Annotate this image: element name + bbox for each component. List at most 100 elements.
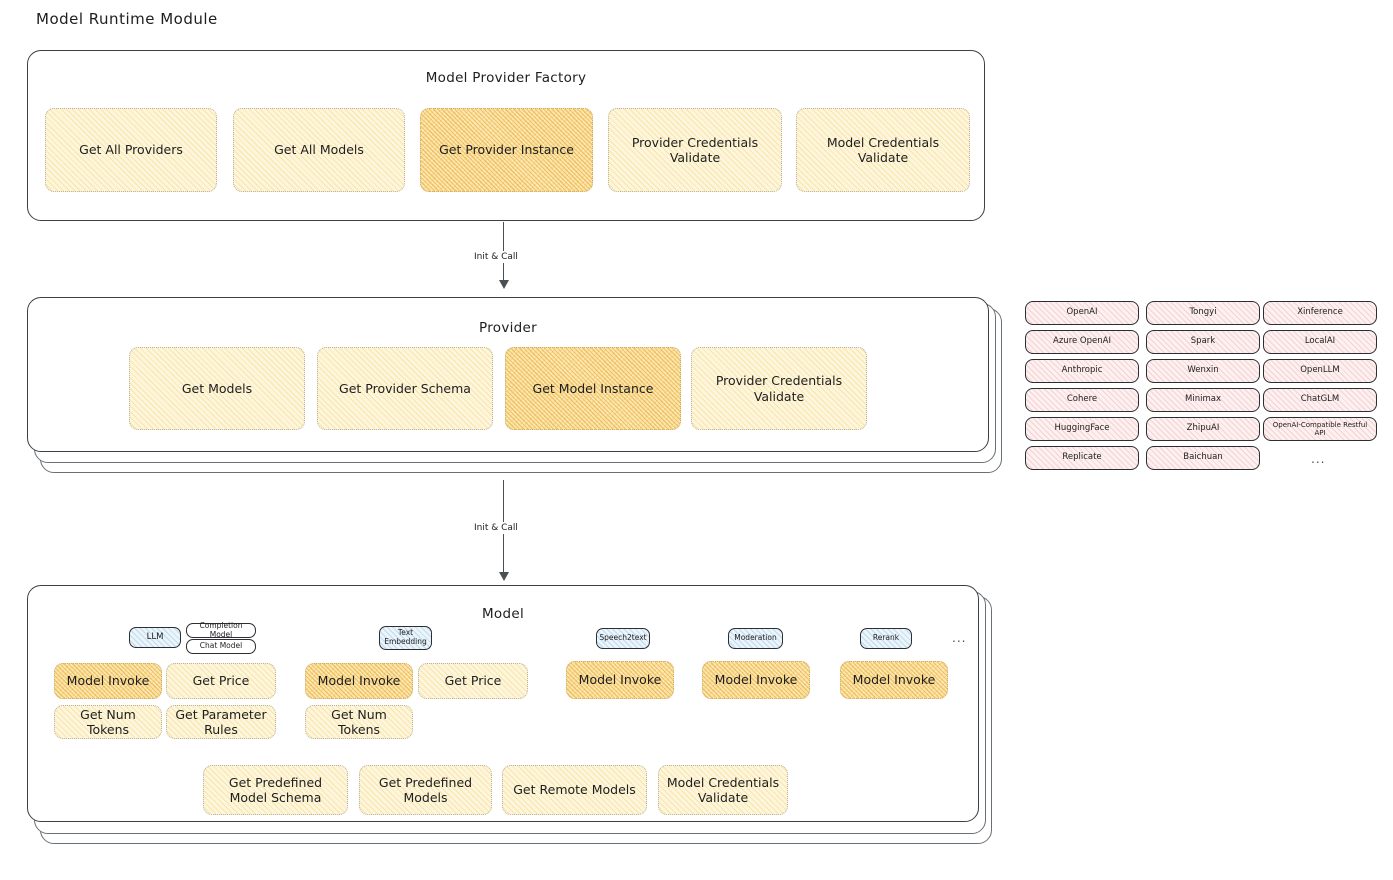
node-label: Provider Credentials Validate — [631, 134, 759, 165]
node-label: Get Num Tokens — [331, 706, 387, 737]
chip-label: Minimax — [1185, 394, 1221, 405]
provider-chip-huggingface[interactable]: HuggingFace — [1025, 417, 1139, 441]
speech2text-method-model-invoke[interactable]: Model Invoke — [566, 661, 674, 699]
node-label: Get Model Instance — [532, 380, 654, 396]
provider-chip-wenxin[interactable]: Wenxin — [1146, 359, 1260, 383]
provider-chip-anthropic[interactable]: Anthropic — [1025, 359, 1139, 383]
provider-chip-zhipuai[interactable]: ZhipuAI — [1146, 417, 1260, 441]
node-label: Model Invoke — [852, 672, 936, 688]
chip-label: OpenAI — [1066, 307, 1098, 318]
model-subbadge-chat-model[interactable]: Chat Model — [186, 639, 256, 654]
text-embedding-method-get-price[interactable]: Get Price — [418, 663, 528, 699]
model-common-get-remote-models[interactable]: Get Remote Models — [502, 765, 647, 815]
model-provider-factory-title: Model Provider Factory — [425, 70, 587, 86]
chip-label: OpenLLM — [1300, 365, 1340, 376]
node-label: Get Parameter Rules — [175, 706, 267, 737]
node-label: Get All Models — [274, 142, 364, 158]
provider-chip-chatglm[interactable]: ChatGLM — [1263, 388, 1377, 412]
model-type-badge-speech2text[interactable]: Speech2text — [596, 628, 650, 649]
node-label: Get Num Tokens — [80, 706, 136, 737]
badge-label: Moderation — [734, 633, 777, 643]
provider-chip-openai[interactable]: OpenAI — [1025, 301, 1139, 325]
provider-list-more: ... — [1311, 452, 1326, 466]
llm-method-get-parameter-rules[interactable]: Get Parameter Rules — [166, 705, 276, 739]
factory-node-get-all-providers[interactable]: Get All Providers — [45, 108, 217, 192]
chip-label: Baichuan — [1183, 452, 1223, 463]
badge-label: Text Embedding — [384, 628, 427, 646]
node-label: Get Predefined Models — [378, 774, 473, 805]
chip-label: Anthropic — [1061, 365, 1103, 376]
provider-node-provider-credentials-validate[interactable]: Provider Credentials Validate — [691, 347, 867, 430]
node-label: Get Models — [181, 380, 253, 396]
factory-node-model-credentials-validate[interactable]: Model Credentials Validate — [796, 108, 970, 192]
node-label: Model Credentials Validate — [826, 134, 940, 165]
model-common-get-predefined-model-schema[interactable]: Get Predefined Model Schema — [203, 765, 348, 815]
model-type-badge-llm[interactable]: LLM — [129, 627, 181, 648]
badge-label: Completion Model — [199, 620, 243, 639]
provider-chip-tongyi[interactable]: Tongyi — [1146, 301, 1260, 325]
chip-label: LocalAI — [1304, 336, 1336, 347]
model-common-get-predefined-models[interactable]: Get Predefined Models — [359, 765, 492, 815]
chip-label: Wenxin — [1187, 365, 1219, 376]
badge-label: Chat Model — [199, 641, 243, 651]
badge-label: Speech2text — [599, 633, 647, 643]
provider-chip-openai-compatible-restful-api[interactable]: OpenAI-Compatible Restful API — [1263, 417, 1377, 441]
node-label: Get Predefined Model Schema — [228, 774, 323, 805]
provider-chip-cohere[interactable]: Cohere — [1025, 388, 1139, 412]
provider-chip-openllm[interactable]: OpenLLM — [1263, 359, 1377, 383]
model-type-badge-rerank[interactable]: Rerank — [860, 628, 912, 649]
provider-chip-xinference[interactable]: Xinference — [1263, 301, 1377, 325]
llm-method-get-price[interactable]: Get Price — [166, 663, 276, 699]
node-label: Model Invoke — [714, 672, 798, 688]
provider-node-get-model-instance[interactable]: Get Model Instance — [505, 347, 681, 430]
model-title: Model — [481, 606, 525, 622]
moderation-method-model-invoke[interactable]: Model Invoke — [702, 661, 810, 699]
provider-chip-minimax[interactable]: Minimax — [1146, 388, 1260, 412]
provider-chip-baichuan[interactable]: Baichuan — [1146, 446, 1260, 470]
node-label: Get Provider Instance — [439, 142, 574, 158]
chip-label: Xinference — [1297, 307, 1343, 318]
badge-label: Rerank — [872, 633, 900, 643]
provider-node-get-provider-schema[interactable]: Get Provider Schema — [317, 347, 493, 430]
chip-label: Spark — [1190, 336, 1216, 347]
provider-node-get-models[interactable]: Get Models — [129, 347, 305, 430]
node-label: Model Invoke — [317, 673, 401, 689]
node-label: Get All Providers — [79, 142, 183, 158]
arrow-provider-to-model-label: Init & Call — [470, 522, 522, 534]
text-embedding-method-model-invoke[interactable]: Model Invoke — [305, 663, 413, 699]
arrow-factory-to-provider-head — [498, 280, 509, 289]
factory-node-get-all-models[interactable]: Get All Models — [233, 108, 405, 192]
node-label: Model Invoke — [578, 672, 662, 688]
chip-label: Azure OpenAI — [1053, 336, 1111, 347]
chip-label: ChatGLM — [1300, 394, 1340, 405]
provider-chip-localai[interactable]: LocalAI — [1263, 330, 1377, 354]
model-type-badge-text-embedding[interactable]: Text Embedding — [379, 626, 432, 650]
llm-method-model-invoke[interactable]: Model Invoke — [54, 663, 162, 699]
chip-label: OpenAI-Compatible Restful API — [1272, 420, 1368, 437]
provider-title: Provider — [479, 320, 537, 336]
llm-method-get-num-tokens[interactable]: Get Num Tokens — [54, 705, 162, 739]
factory-node-provider-credentials-validate[interactable]: Provider Credentials Validate — [608, 108, 782, 192]
model-subbadge-completion-model[interactable]: Completion Model — [186, 620, 256, 639]
chip-label: Tongyi — [1189, 307, 1217, 318]
badge-label: LLM — [146, 631, 164, 642]
chip-label: HuggingFace — [1054, 423, 1110, 434]
node-label: Get Remote Models — [513, 782, 636, 798]
provider-chip-spark[interactable]: Spark — [1146, 330, 1260, 354]
rerank-method-model-invoke[interactable]: Model Invoke — [840, 661, 948, 699]
node-label: Model Invoke — [66, 673, 150, 689]
node-label: Get Provider Schema — [339, 380, 471, 396]
provider-chip-azure-openai[interactable]: Azure OpenAI — [1025, 330, 1139, 354]
text-embedding-method-get-num-tokens[interactable]: Get Num Tokens — [305, 705, 413, 739]
node-label: Get Price — [192, 673, 250, 689]
arrow-provider-to-model-head — [498, 572, 509, 581]
model-type-badge-moderation[interactable]: Moderation — [728, 628, 783, 649]
model-common-model-credentials-validate[interactable]: Model Credentials Validate — [658, 765, 788, 815]
chip-label: Cohere — [1066, 394, 1098, 405]
chip-label: Replicate — [1062, 452, 1102, 463]
factory-node-get-provider-instance[interactable]: Get Provider Instance — [420, 108, 593, 192]
page-title: Model Runtime Module — [36, 10, 218, 28]
provider-chip-replicate[interactable]: Replicate — [1025, 446, 1139, 470]
model-types-more: ... — [952, 631, 967, 645]
